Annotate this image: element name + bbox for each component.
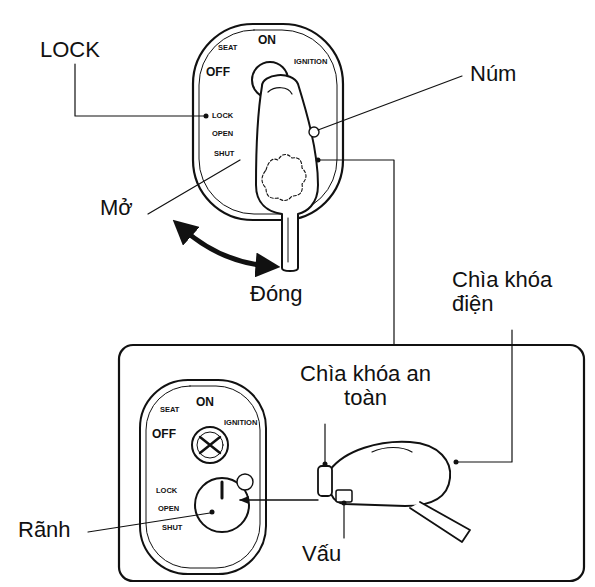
switch-marking: OPEN [212,130,233,138]
switch-marking: SEAT [160,406,179,414]
direction-label: Đóng [250,282,303,306]
switch-marking: SHUT [162,524,182,532]
ignition-key [329,442,450,506]
part-label: Chìa khóa điện [452,268,582,316]
switch-housing [140,380,266,574]
part-label: Vấu [302,542,341,566]
switch-marking: SEAT [218,44,237,52]
switch-marking: ON [258,34,276,47]
switch-marking: LOCK [212,112,233,120]
inset-frame [119,345,584,581]
part-label: Chìa khóa an toàn [288,362,443,410]
part-label: LOCK [40,38,100,62]
part-label: Núm [470,62,516,86]
part-label: Rãnh [18,518,71,542]
switch-marking: OFF [152,428,176,441]
switch-marking: OFF [206,66,230,79]
switch-marking: OPEN [158,505,179,513]
safety-key [318,466,332,496]
key-knob [256,75,318,271]
switch-marking: LOCK [156,487,177,495]
direction-label: Mở [100,196,133,220]
switch-marking: SHUT [214,150,234,158]
switch-marking: IGNITION [294,58,327,66]
switch-marking: IGNITION [224,419,257,427]
switch-marking: ON [196,396,214,409]
